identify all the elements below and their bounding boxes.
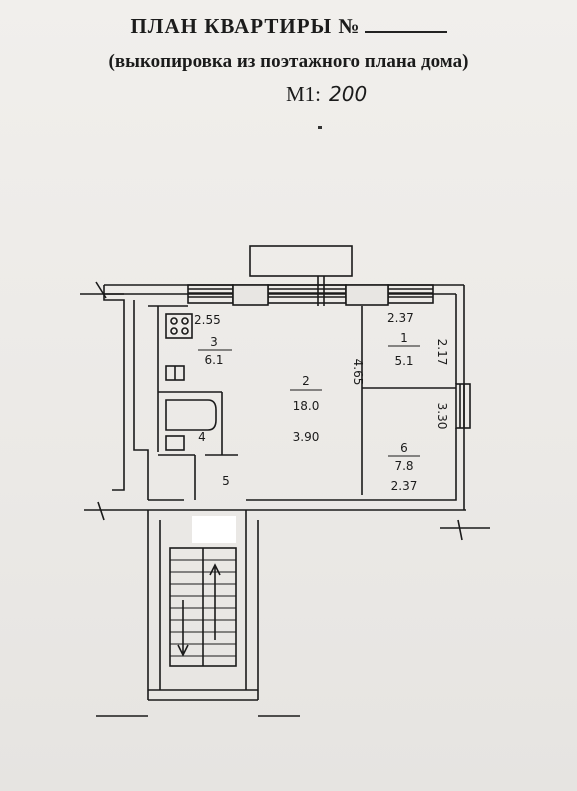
break-line-left bbox=[84, 501, 148, 521]
page-title: ПЛАН КВАРТИРЫ № bbox=[0, 14, 577, 39]
room6-area: 7.8 bbox=[394, 459, 413, 473]
room1-number: 1 bbox=[400, 331, 408, 345]
stair-arrow-down bbox=[177, 600, 189, 657]
room2-area: 18.0 bbox=[293, 399, 320, 413]
scale-value: 200 bbox=[329, 82, 368, 106]
room4-number: 4 bbox=[198, 430, 206, 444]
room1-area: 5.1 bbox=[394, 354, 413, 368]
room6-number: 6 bbox=[400, 441, 408, 455]
room3-area: 6.1 bbox=[204, 353, 223, 367]
wall-kitchen bbox=[157, 306, 223, 455]
stove bbox=[165, 313, 193, 339]
balcony-outline bbox=[249, 245, 353, 277]
wall-lower bbox=[148, 499, 466, 545]
room2-depth: 4.65 bbox=[351, 359, 365, 386]
wall-corridor bbox=[158, 454, 238, 500]
stair-arrow-up bbox=[209, 563, 221, 640]
window-right bbox=[455, 383, 471, 429]
page-subtitle: (выкопировка из поэтажного плана дома) bbox=[108, 51, 469, 72]
room2-number: 2 bbox=[302, 374, 310, 388]
wall-room1 bbox=[361, 306, 456, 495]
apartment-number-blank bbox=[364, 31, 447, 33]
room1-depth: 2.17 bbox=[435, 339, 449, 366]
toilet bbox=[165, 435, 185, 451]
redaction-box bbox=[192, 516, 236, 543]
room1-width: 2.37 bbox=[387, 311, 414, 325]
outer-wall-right bbox=[246, 285, 465, 510]
scale-note: М1:200 bbox=[286, 82, 368, 106]
room3-width: 2.55 bbox=[194, 313, 221, 327]
room6-depth: 3.30 bbox=[435, 403, 449, 430]
room5-number: 5 bbox=[222, 474, 230, 488]
bathtub bbox=[165, 399, 217, 431]
room2-width: 3.90 bbox=[293, 430, 320, 444]
stair-walls bbox=[96, 510, 300, 717]
break-line-right bbox=[440, 519, 490, 541]
pen-mark bbox=[318, 126, 322, 129]
room3-number: 3 bbox=[210, 335, 218, 349]
room6-width: 2.37 bbox=[391, 479, 418, 493]
